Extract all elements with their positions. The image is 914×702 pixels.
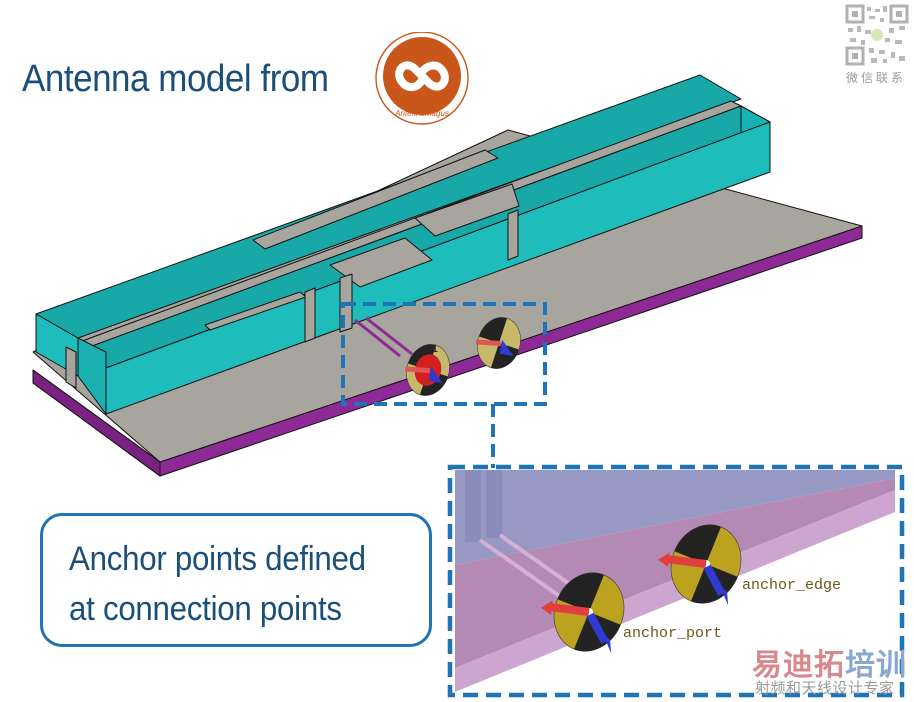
top-patch-1 [252,149,499,250]
antennamagus-logo: AntennaMagus [375,32,469,125]
anchor-port-marker[interactable] [531,558,637,663]
qr-code-icon[interactable] [845,4,909,66]
zoom-panel-frame [447,464,905,698]
callout-line-2: at connection points [69,590,342,628]
highlight-frame [341,302,547,406]
callout-box: Anchor points defined at connection poin… [40,513,432,647]
top-patch-3 [414,183,520,237]
slot-vertical-1 [304,287,316,343]
anchor-edge-marker[interactable] [648,510,754,615]
anchor-edge-marker-small[interactable] [470,311,527,374]
infinity-icon [395,61,449,91]
callout-line-1: Anchor points defined [69,540,366,578]
watermark-part1: 易迪拓 [752,648,845,683]
logo-text: AntennaMagus [394,109,449,118]
slot-vertical-left [65,346,77,389]
anchor-port-label: anchor_port [623,625,723,642]
antenna-model [32,74,863,477]
qr-caption: 微信联系 [846,71,907,85]
port-number: 1 [432,343,438,355]
page-title: Antenna model from [22,58,329,100]
slot-vertical-3 [507,209,519,261]
anchor-port-marker-small[interactable] [399,338,456,401]
anchor-edge-label: anchor_edge [742,577,842,594]
radiator-left-face-2 [77,337,107,415]
watermark-subtitle: 射频和天线设计专家 [755,679,895,697]
watermark-part2: 培训 [845,648,907,683]
watermark-logo: 易迪拓培训 [752,640,907,684]
substrate-left [32,369,161,477]
